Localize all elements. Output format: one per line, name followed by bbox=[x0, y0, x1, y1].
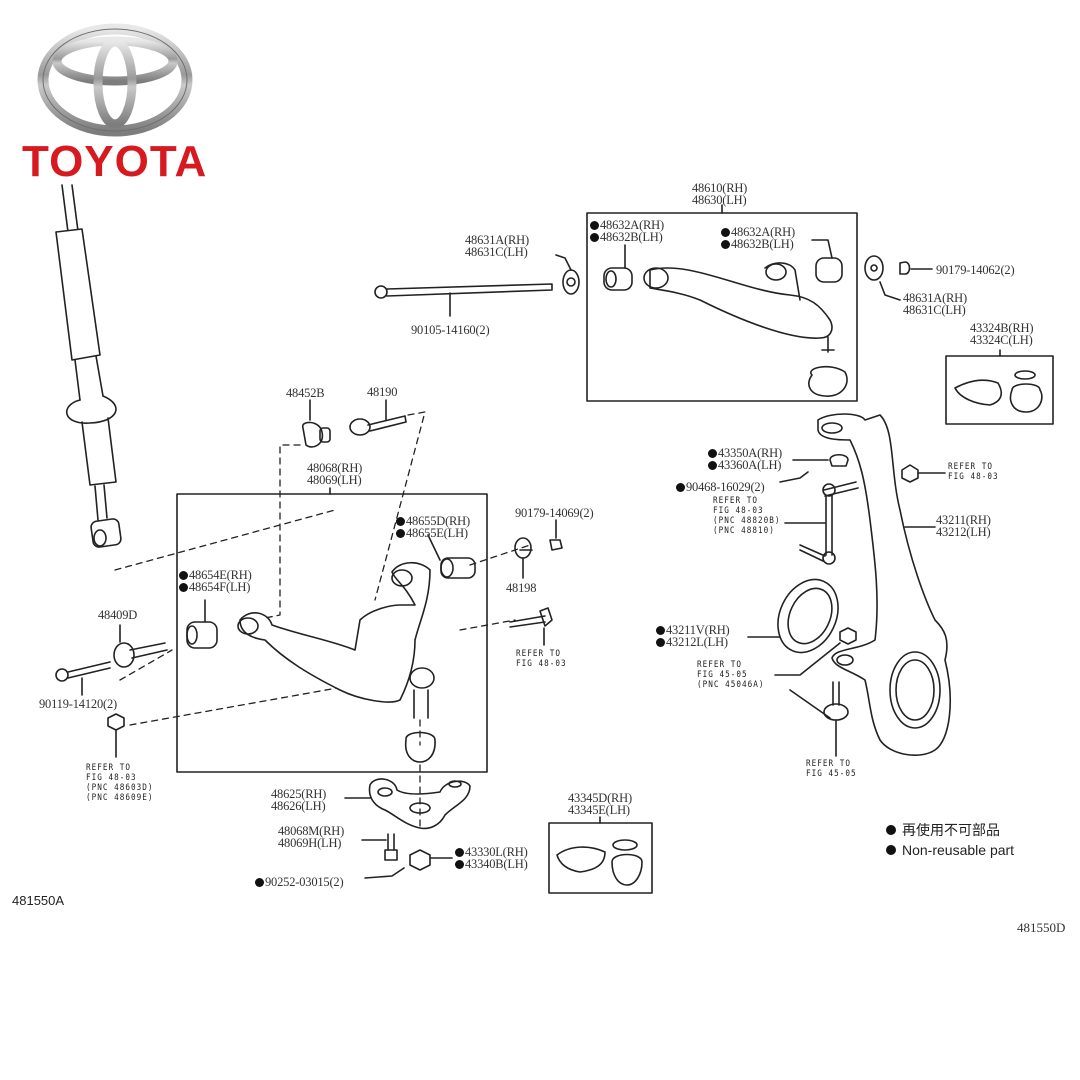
label-knuckle-cotter-pin: 90468-16029(2) bbox=[676, 481, 765, 493]
lower-arm-drawing bbox=[186, 561, 436, 763]
label-steering-knuckle: 43211(RH)43212(LH) bbox=[936, 513, 991, 539]
diagram-code-left: 481550A bbox=[12, 893, 65, 908]
legend-item-jp: 再使用不可部品 bbox=[886, 820, 1014, 840]
label-bracket-bolt: 48068M(RH)48069H(LH) bbox=[278, 824, 345, 850]
label-lower-bracket: 48625(RH)48626(LH) bbox=[271, 787, 327, 813]
label-upper-arm-assembly: 48610(RH)48630(LH) bbox=[692, 181, 748, 207]
label-cam-plate: 48198 bbox=[506, 581, 537, 595]
label-oil-seal: 43211V(RH) 43212L(LH) bbox=[656, 624, 730, 648]
label-upper-boot-kit: 43324B(RH)43324C(LH) bbox=[970, 321, 1034, 347]
label-lower-arm-assembly: 48068(RH)48069(LH) bbox=[307, 461, 363, 487]
label-cam-bolt-front: 48409D bbox=[98, 608, 138, 622]
label-lower-bushing-front: 48654E(RH) 48654F(LH) bbox=[179, 569, 252, 593]
non-reusable-dot-icon bbox=[676, 483, 685, 492]
non-reusable-dot-icon bbox=[590, 221, 599, 230]
label-camber-plate: 48452B bbox=[286, 386, 325, 400]
non-reusable-dot-icon bbox=[590, 233, 599, 242]
label-upper-washer-right: 48631A(RH)48631C(LH) bbox=[903, 291, 967, 317]
non-reusable-dot-icon bbox=[708, 449, 717, 458]
legend-item-en: Non-reusable part bbox=[886, 840, 1014, 860]
non-reusable-dot-icon bbox=[656, 638, 665, 647]
non-reusable-dot-icon bbox=[179, 583, 188, 592]
non-reusable-dot-icon bbox=[179, 571, 188, 580]
upper-ball-joint-boot-kit-box bbox=[945, 355, 1054, 425]
upper-arm-drawing bbox=[603, 239, 848, 397]
label-upper-bushing-left: 48632A(RH) 48632B(LH) bbox=[590, 219, 664, 243]
label-upper-bushing-right: 48632A(RH) 48632B(LH) bbox=[721, 226, 795, 250]
non-reusable-dot-icon bbox=[255, 878, 264, 887]
non-reusable-dot-icon bbox=[396, 517, 405, 526]
label-upper-arm-nut: 90179-14062(2) bbox=[936, 263, 1015, 277]
label-upper-arm-bolt: 90105-14160(2) bbox=[411, 323, 490, 337]
non-reusable-dot-icon bbox=[886, 825, 896, 835]
non-reusable-dot-icon bbox=[721, 228, 730, 237]
label-lower-boot-kit: 43345D(RH)43345E(LH) bbox=[568, 791, 632, 817]
toyota-emblem-icon bbox=[37, 23, 193, 137]
diagram-code-right: 481550D bbox=[1017, 920, 1066, 935]
label-upper-washer-left: 48631A(RH)48631C(LH) bbox=[465, 233, 529, 259]
non-reusable-dot-icon bbox=[455, 860, 464, 869]
label-lower-bushing-rear: 48655D(RH) 48655E(LH) bbox=[396, 515, 470, 539]
lower-ball-joint-boot-kit-box bbox=[548, 822, 653, 894]
upper-arm-bolt-drawing bbox=[374, 283, 553, 317]
label-castle-nut: 43330L(RH) 43340B(LH) bbox=[455, 846, 528, 870]
legend: 再使用不可部品 Non-reusable part bbox=[886, 820, 1014, 860]
non-reusable-dot-icon bbox=[886, 845, 896, 855]
label-knuckle-nut: 43350A(RH) 43360A(LH) bbox=[708, 447, 782, 471]
label-cam-bolt: 48190 bbox=[367, 385, 398, 399]
non-reusable-dot-icon bbox=[708, 461, 717, 470]
toyota-wordmark: TOYOTA bbox=[22, 137, 208, 186]
non-reusable-dot-icon bbox=[721, 240, 730, 249]
lower-arm-box bbox=[176, 493, 488, 773]
steering-knuckle-drawing bbox=[817, 413, 951, 756]
non-reusable-dot-icon bbox=[656, 626, 665, 635]
label-lower-cotter-pin: 90252-03015(2) bbox=[255, 876, 344, 888]
label-lower-arm-nut: 90179-14069(2) bbox=[515, 506, 594, 520]
shock-absorber-drawing bbox=[55, 184, 122, 548]
non-reusable-dot-icon bbox=[455, 848, 464, 857]
non-reusable-dot-icon bbox=[396, 529, 405, 538]
label-lower-arm-bolt: 90119-14120(2) bbox=[39, 697, 117, 711]
